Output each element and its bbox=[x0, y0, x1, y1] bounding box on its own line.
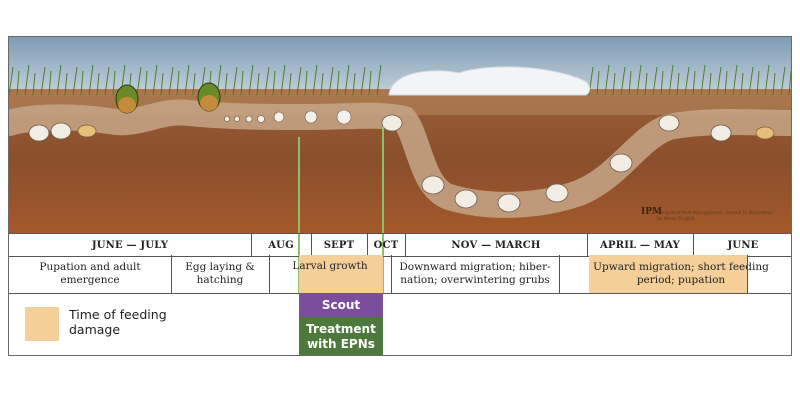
stage-row: Pupation and adult emergence Egg laying … bbox=[9, 255, 791, 294]
month-aug: AUG bbox=[268, 239, 294, 251]
divider bbox=[311, 234, 312, 256]
stage-downward-migration: Downward migration; hiber- nation; overw… bbox=[399, 261, 551, 286]
stage-larval-growth: Larval growth bbox=[292, 260, 368, 272]
divider bbox=[693, 234, 694, 256]
divider bbox=[405, 234, 406, 256]
feeding-damage-spring bbox=[589, 255, 747, 293]
month-june: JUNE bbox=[727, 239, 759, 251]
diagram-frame: IPM Integrated Pest Management, Cornell … bbox=[8, 36, 792, 356]
snow-icon bbox=[388, 66, 591, 96]
month-june-july: JUNE — JULY bbox=[91, 239, 169, 251]
divider bbox=[559, 255, 560, 293]
ipm-logo: IPM bbox=[641, 207, 662, 217]
month-april-may: APRIL — MAY bbox=[600, 239, 680, 251]
month-oct: OCT bbox=[373, 239, 399, 251]
stage-pupation-adult: Pupation and adult emergence bbox=[39, 261, 141, 286]
grub-tunnel bbox=[9, 99, 791, 218]
divider bbox=[747, 255, 748, 293]
divider bbox=[391, 255, 392, 293]
legend-swatch bbox=[25, 307, 59, 341]
beetle-icon bbox=[115, 82, 221, 114]
egg-icon bbox=[224, 109, 352, 125]
divider bbox=[587, 234, 588, 256]
divider bbox=[269, 255, 270, 293]
grass-icon bbox=[9, 64, 791, 96]
month-nov-march: NOV — MARCH bbox=[451, 239, 541, 251]
stage-egg-laying: Egg laying & hatching bbox=[185, 261, 255, 286]
illustration-credit: Integrated Pest Management, Cornell U. I… bbox=[657, 211, 773, 222]
divider bbox=[251, 234, 252, 256]
month-row: JUNE — JULY AUG SEPT OCT NOV — MARCH APR… bbox=[9, 233, 791, 257]
scout-boundary-left bbox=[298, 137, 300, 293]
divider bbox=[367, 234, 368, 256]
month-sept: SEPT bbox=[323, 239, 355, 251]
soil-scene bbox=[9, 37, 791, 233]
divider bbox=[171, 255, 172, 293]
pupa-icon bbox=[77, 124, 775, 140]
scout-boundary-right bbox=[382, 127, 384, 293]
grub-icon bbox=[28, 114, 732, 213]
legend-label: Time of feeding damage bbox=[69, 307, 167, 337]
stage-upward-migration: Upward migration; short feeding period; … bbox=[593, 261, 769, 286]
scout-box: Scout bbox=[299, 293, 383, 317]
feeding-damage-fall bbox=[299, 255, 383, 293]
treatment-box: Treatment with EPNs bbox=[299, 317, 383, 355]
